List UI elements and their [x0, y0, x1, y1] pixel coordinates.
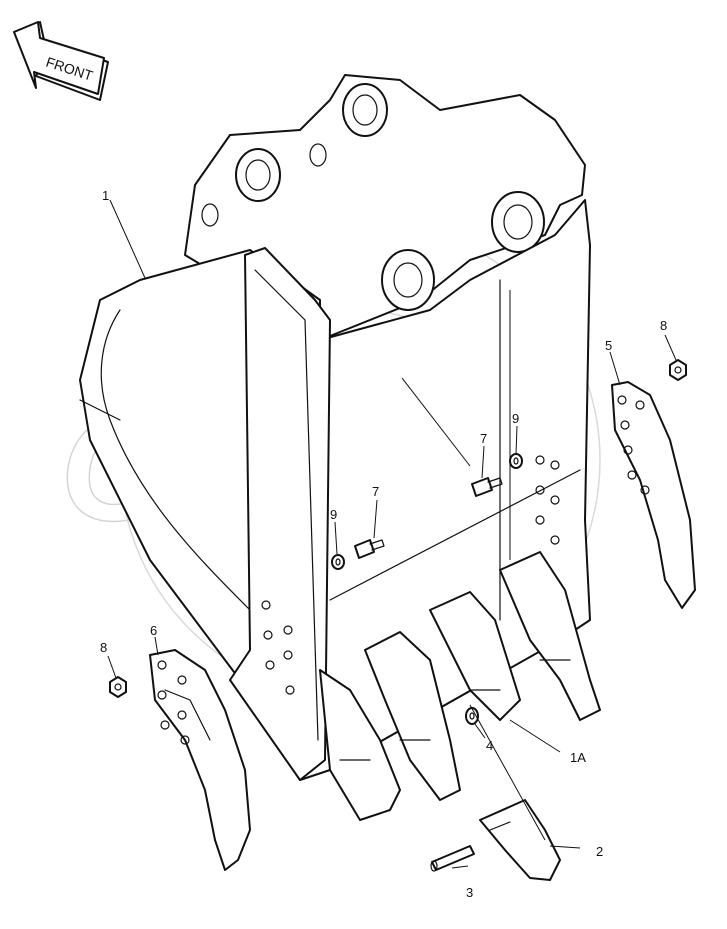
callout-labels: 1 1A 2 3 4 5 6 7 7 8 8 9 9 [100, 188, 667, 900]
front-arrow: FRONT [13, 21, 109, 101]
callout-8-right: 8 [660, 318, 667, 333]
callout-4: 4 [486, 738, 493, 753]
callout-2: 2 [596, 844, 603, 859]
bolt-part-lower [354, 539, 385, 559]
callout-9-upper: 9 [512, 411, 519, 426]
leader-lines [107, 199, 677, 869]
callout-5: 5 [605, 338, 612, 353]
callout-3: 3 [466, 885, 473, 900]
callout-6: 6 [150, 623, 157, 638]
bolt-part-upper [471, 477, 503, 497]
washer-part-lower [331, 554, 345, 570]
nut-part-right [669, 359, 687, 381]
callout-7-upper: 7 [480, 431, 487, 446]
washer-part-upper [509, 453, 523, 469]
tooth-tip-part [479, 799, 561, 881]
side-cutter-right [611, 381, 696, 609]
callout-1a: 1A [570, 750, 586, 765]
callout-7-lower: 7 [372, 484, 379, 499]
side-cutter-left [149, 649, 251, 871]
callout-1: 1 [102, 188, 109, 203]
teeth-row [319, 551, 601, 821]
callout-9-lower: 9 [330, 507, 337, 522]
nut-part-left [109, 676, 127, 698]
pin-part [430, 845, 475, 872]
callout-8-left: 8 [100, 640, 107, 655]
